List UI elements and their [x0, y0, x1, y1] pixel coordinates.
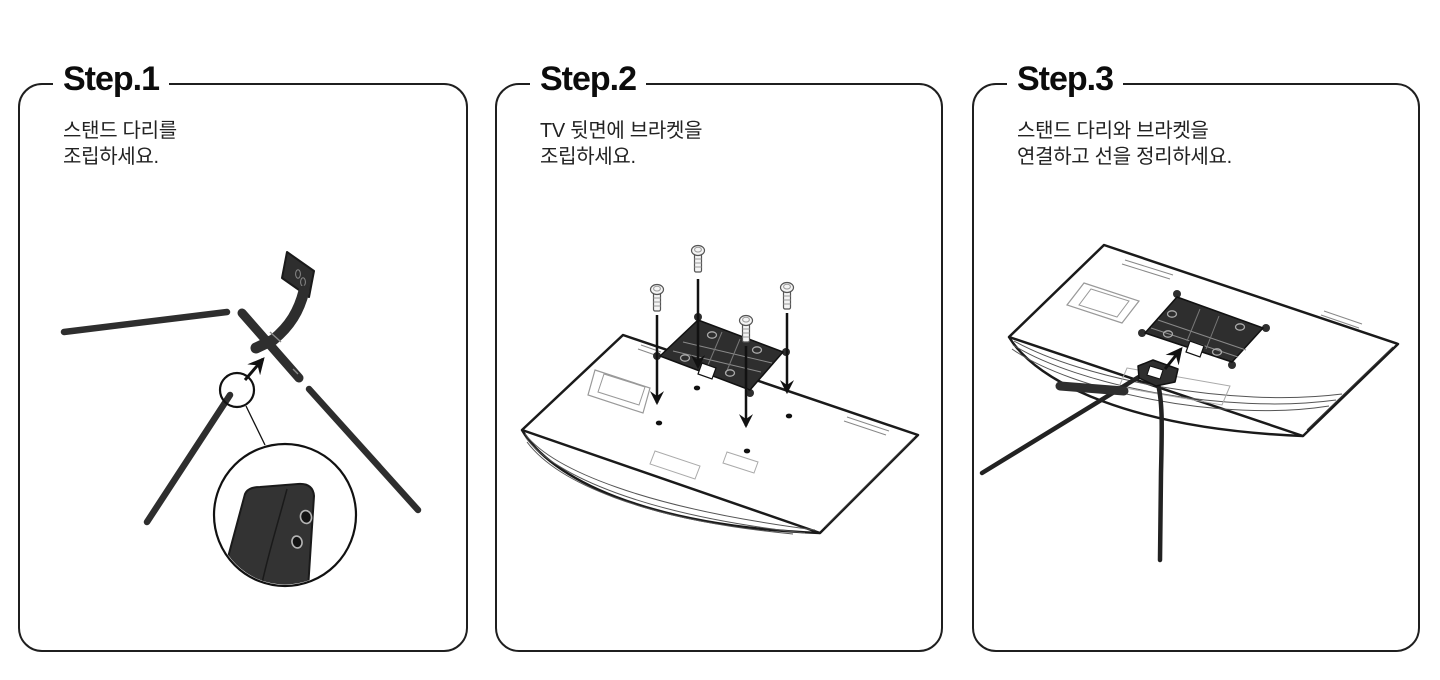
screw-hole-icon: [706, 331, 718, 339]
stand-legs-illustration: [60, 251, 422, 588]
magnifier-callout: [212, 357, 358, 588]
stand-leg-parts: [60, 308, 422, 526]
screw-hole-icon: [679, 354, 691, 362]
screw-arrows: [650, 279, 794, 429]
leg-end-detail: [226, 482, 315, 585]
screw-hole-icon: [1234, 323, 1246, 331]
step3-title: Step.3: [1007, 60, 1124, 98]
stand-mount-recess: [1118, 367, 1231, 406]
step2-description: TV 뒷면에 브라켓을 조립하세요.: [540, 120, 703, 168]
assembled-stand-illustration: [979, 243, 1400, 563]
terminal-recess: [587, 369, 651, 414]
step2-title: Step.2: [530, 60, 647, 98]
connector-notch: [1146, 365, 1164, 380]
screw-hole-icon: [1211, 348, 1223, 356]
screw-hole-icon: [291, 535, 303, 549]
vent-lines: [1320, 310, 1363, 329]
step1-title: Step.1: [53, 60, 170, 98]
stand-neck-and-plate: [250, 251, 315, 375]
step2-panel: Step.2 TV 뒷면에 브라켓을 조립하세요.: [495, 60, 943, 652]
screw-hole-icon: [1166, 310, 1178, 318]
vent-lines: [1121, 259, 1174, 280]
bracket-notch: [1185, 340, 1205, 358]
tv-back-outline: [520, 333, 920, 535]
magnifier-small-circle: [218, 371, 256, 409]
insert-arrow-icon: [243, 357, 265, 381]
terminal-recess: [1066, 282, 1140, 324]
tv-bracket-illustration: [520, 244, 920, 535]
label-recess: [649, 450, 701, 480]
step1-panel: Step.1 스탠드 다리를 조립하세요.: [18, 60, 468, 652]
step3-description: 스탠드 다리와 브라켓을 연결하고 선을 정리하세요.: [1017, 120, 1232, 168]
screw-hole-icon: [299, 509, 313, 525]
screw-hole-icon: [1162, 330, 1174, 338]
step1-description: 스탠드 다리를 조립하세요.: [63, 120, 177, 168]
step3-panel: Step.3 스탠드 다리와 브라켓을 연결하고 선을 정리하세요.: [972, 60, 1420, 652]
screw-holes: [655, 385, 793, 454]
attach-arrow-icon: [1163, 347, 1183, 370]
screw-hole-icon: [751, 346, 763, 354]
screws: [649, 244, 795, 343]
screw-hole-icon: [724, 369, 736, 377]
vent-lines: [843, 416, 890, 436]
stand-legs: [979, 372, 1165, 563]
bracket-plate: [1138, 290, 1270, 369]
bracket-plate: [653, 313, 790, 397]
